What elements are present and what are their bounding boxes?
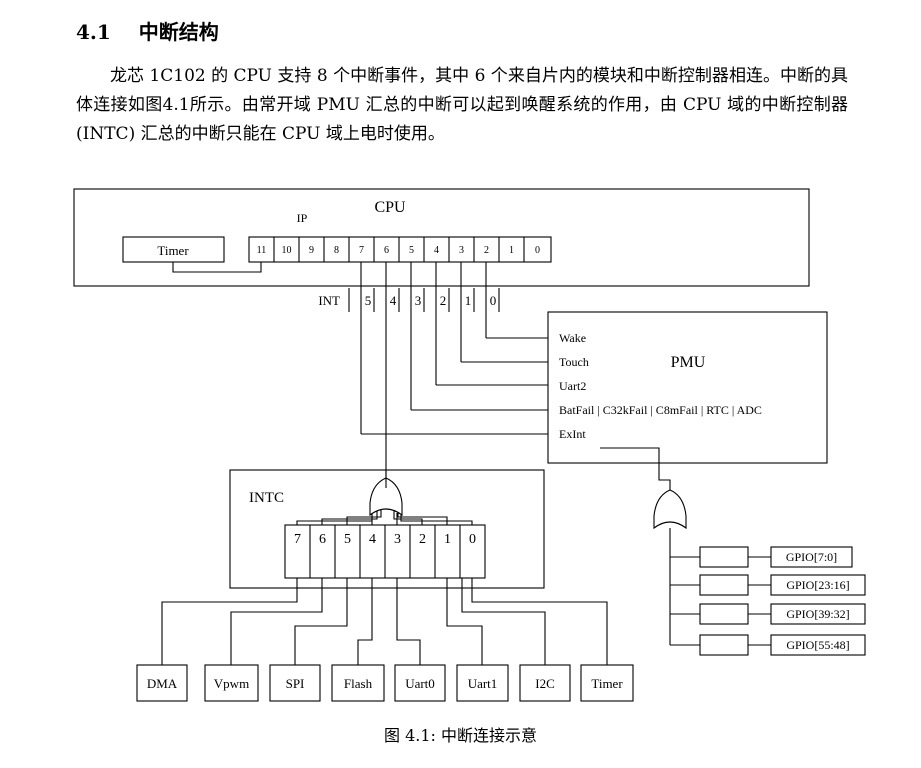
int-number: 0 [490, 293, 497, 308]
int-number-labels: 5 4 3 2 1 0 [365, 293, 497, 308]
section-title: 中断结构 [138, 20, 219, 44]
intc-bit: 1 [444, 532, 451, 547]
section-heading: 4.1 中断结构 [76, 16, 219, 45]
pmu-input-labels: Wake Touch Uart2 BatFail | C32kFail | C8… [559, 331, 762, 441]
ip-bit: 3 [459, 245, 464, 256]
ip-bit: 8 [334, 245, 339, 256]
gpio-label-box [770, 634, 866, 656]
ip-bit: 2 [484, 245, 489, 256]
gpio-label-box [770, 603, 866, 625]
gpio-filter-box [699, 603, 749, 625]
pmu-input: Wake [559, 331, 586, 345]
intc-or-gate [369, 477, 403, 517]
ip-label: IP [297, 211, 308, 225]
ip-bit: 9 [309, 245, 314, 256]
int-number: 5 [365, 293, 372, 308]
pmu-input: Touch [559, 355, 589, 369]
pmu-box [547, 311, 828, 464]
diagram-lines [73, 188, 866, 702]
ip-bit: 10 [282, 245, 292, 256]
ip-bit: 4 [434, 245, 439, 256]
ip-bit: 5 [409, 245, 414, 256]
intc-label: INTC [249, 490, 284, 506]
figure-caption: 图 4.1: 中断连接示意 [383, 726, 537, 745]
gpio-label: GPIO[39:32] [786, 607, 849, 621]
gpio-filter-box [699, 574, 749, 596]
peripheral-label: Vpwm [214, 676, 249, 691]
intc-bit: 7 [294, 532, 301, 547]
intc-bit: 6 [319, 532, 326, 547]
int-number: 1 [465, 293, 472, 308]
ip-bit: 11 [257, 245, 267, 256]
ip-bit: 6 [384, 245, 389, 256]
intc-bit: 3 [394, 532, 401, 547]
int-number: 4 [390, 293, 397, 308]
gpio-label: GPIO[55:48] [786, 638, 849, 652]
intc-bit: 5 [344, 532, 351, 547]
gpio-label: GPIO[7:0] [786, 550, 837, 564]
pmu-input: ExInt [559, 427, 586, 441]
peripheral-label: I2C [535, 676, 555, 691]
gpio-label-box [770, 546, 853, 568]
peripheral-label: Uart0 [405, 676, 435, 691]
peripheral-label: Timer [591, 676, 623, 691]
cpu-timer-label: Timer [157, 243, 189, 258]
gpio-label-box [770, 574, 866, 596]
ip-bit-labels: 11 10 9 8 7 6 5 4 3 2 1 0 [257, 245, 540, 256]
intc-bit: 2 [419, 532, 426, 547]
intc-bit: 0 [469, 532, 476, 547]
ip-bit: 1 [509, 245, 514, 256]
int-number: 2 [440, 293, 447, 308]
pmu-label: PMU [671, 354, 706, 371]
pmu-input: BatFail | C32kFail | C8mFail | RTC | ADC [559, 403, 762, 417]
peripheral-label: Uart1 [468, 676, 498, 691]
ip-bit: 7 [359, 245, 364, 256]
intc-box [229, 469, 545, 589]
ip-bit: 0 [535, 245, 540, 256]
peripheral-labels: DMA Vpwm SPI Flash Uart0 Uart1 I2C Timer [147, 676, 623, 691]
intc-bit: 4 [369, 532, 376, 547]
cpu-label: CPU [374, 199, 406, 216]
gpio-filter-box [699, 546, 749, 568]
gpio-label: GPIO[23:16] [786, 578, 849, 592]
gpio-or-gate [653, 489, 687, 530]
gpio-filter-box [699, 634, 749, 656]
cpu-box [73, 188, 810, 287]
peripheral-label: Flash [344, 676, 373, 691]
int-number: 3 [415, 293, 422, 308]
gpio-labels: GPIO[7:0] GPIO[23:16] GPIO[39:32] GPIO[5… [786, 550, 850, 652]
pmu-input: Uart2 [559, 379, 586, 393]
intc-bit-labels: 7 6 5 4 3 2 1 0 [294, 532, 476, 547]
section-number: 4.1 [76, 20, 111, 44]
peripheral-label: DMA [147, 676, 178, 691]
int-label: INT [318, 293, 340, 308]
peripheral-label: SPI [286, 676, 305, 691]
intro-paragraph: 龙芯 1C102 的 CPU 支持 8 个中断事件，其中 6 个来自片内的模块和… [76, 66, 848, 144]
ip-register [248, 236, 552, 263]
